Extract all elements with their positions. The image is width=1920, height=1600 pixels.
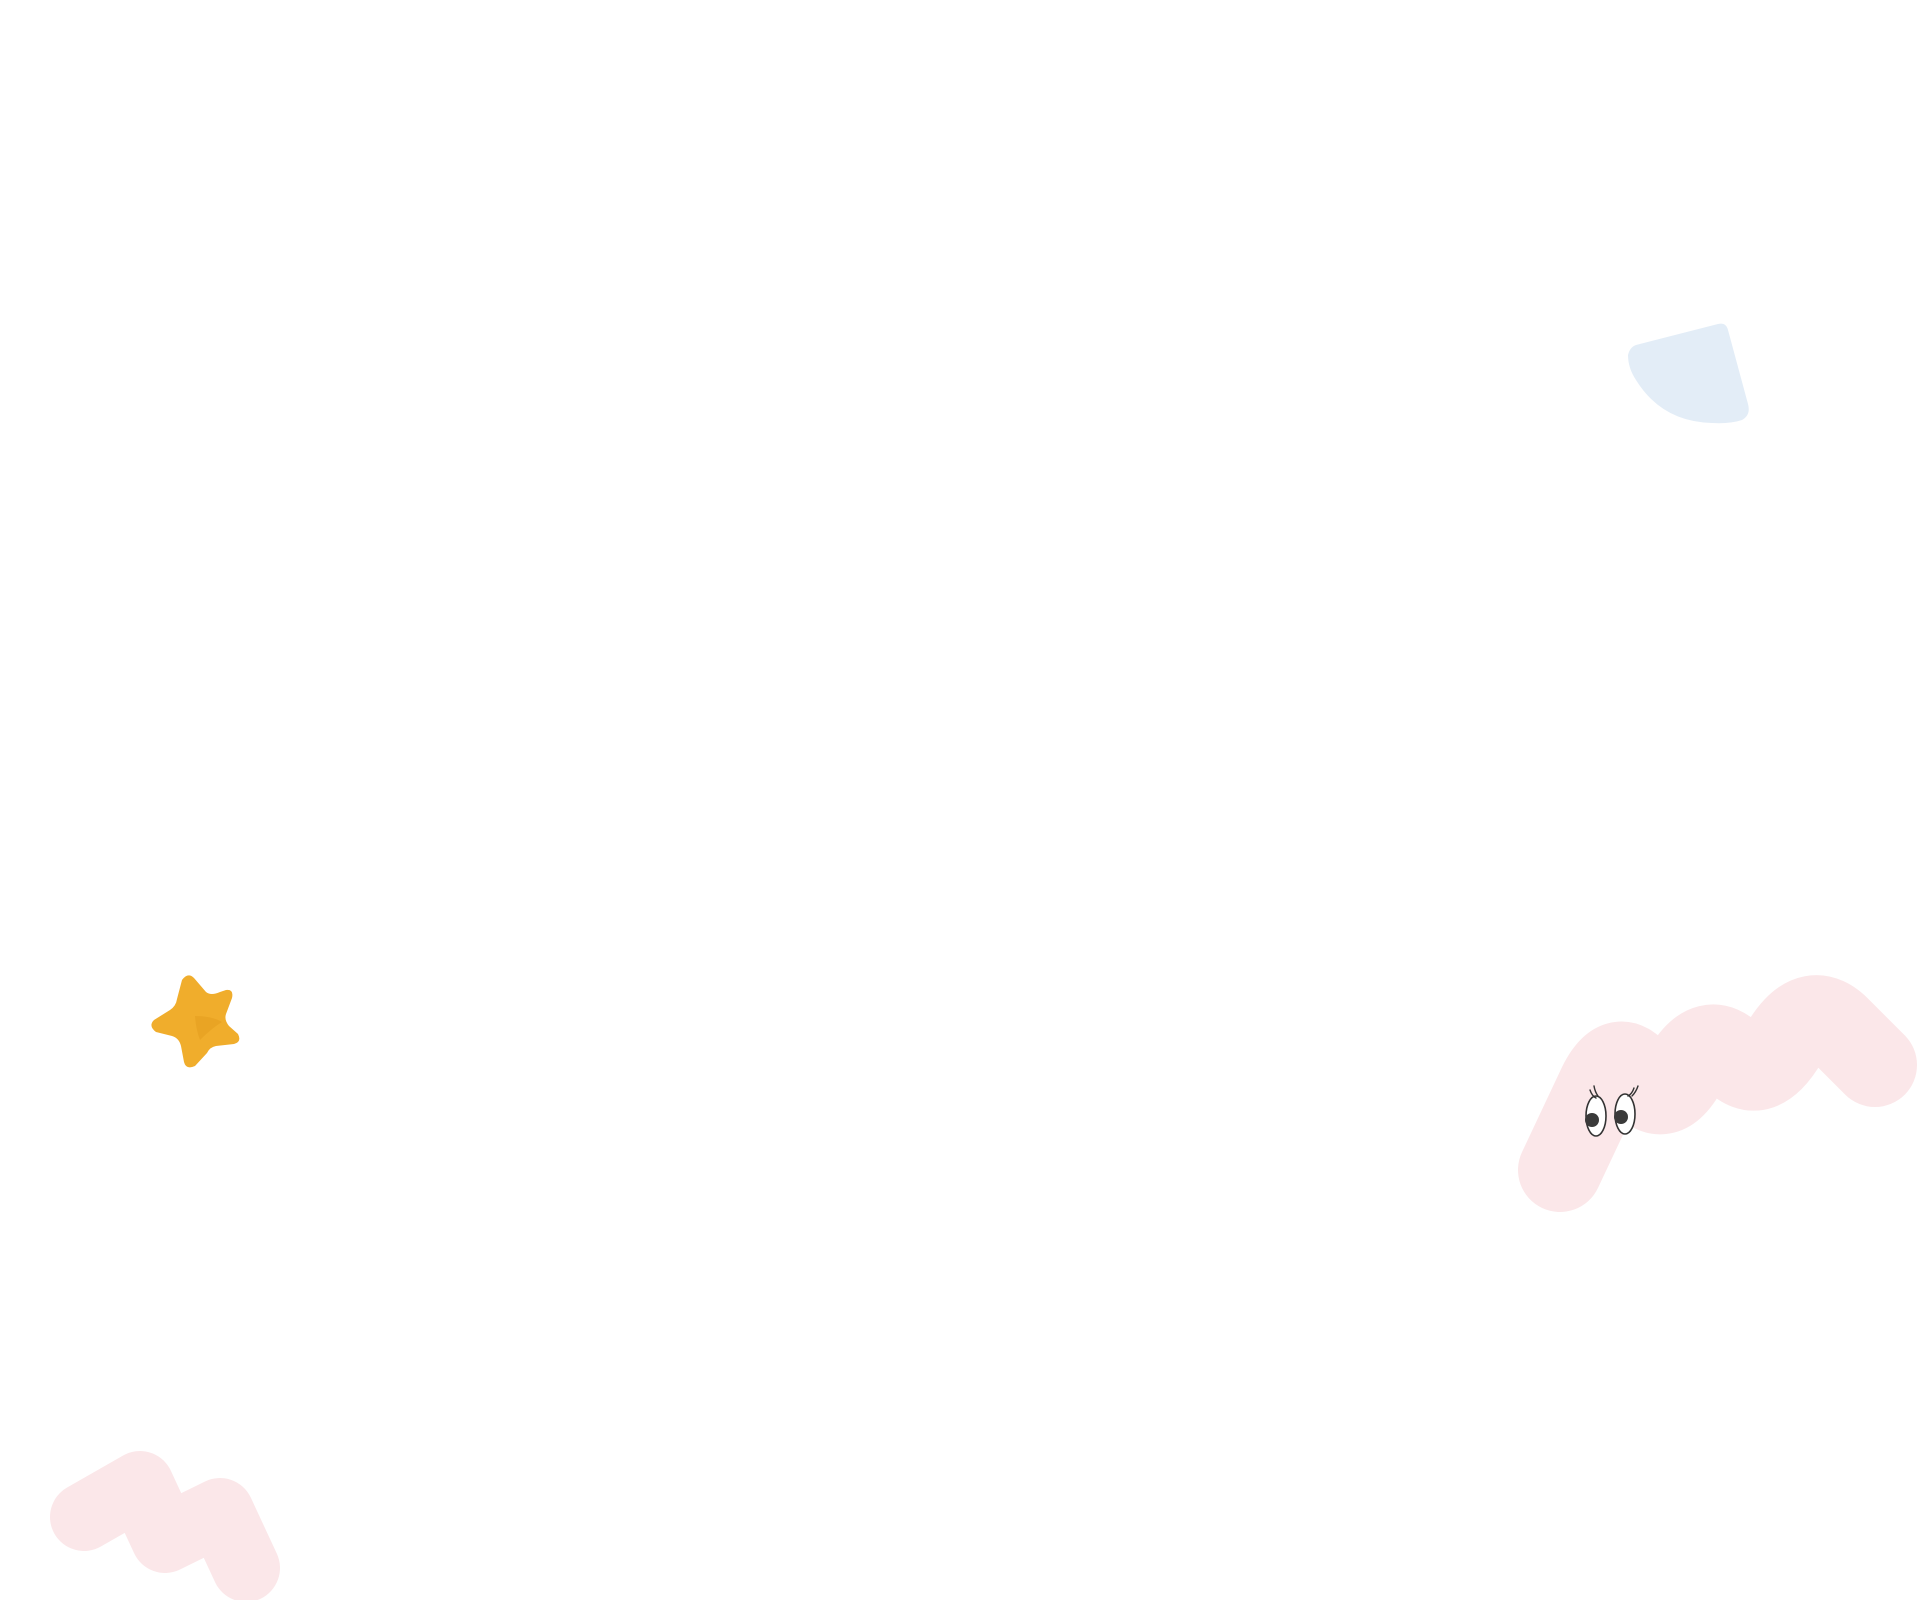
pink-squiggle-icon bbox=[50, 1451, 280, 1600]
pink-creature-icon bbox=[1518, 975, 1917, 1212]
blue-quarter-shape-icon bbox=[1628, 323, 1749, 424]
star-icon bbox=[151, 975, 240, 1068]
eyes-icon bbox=[1585, 1085, 1639, 1137]
